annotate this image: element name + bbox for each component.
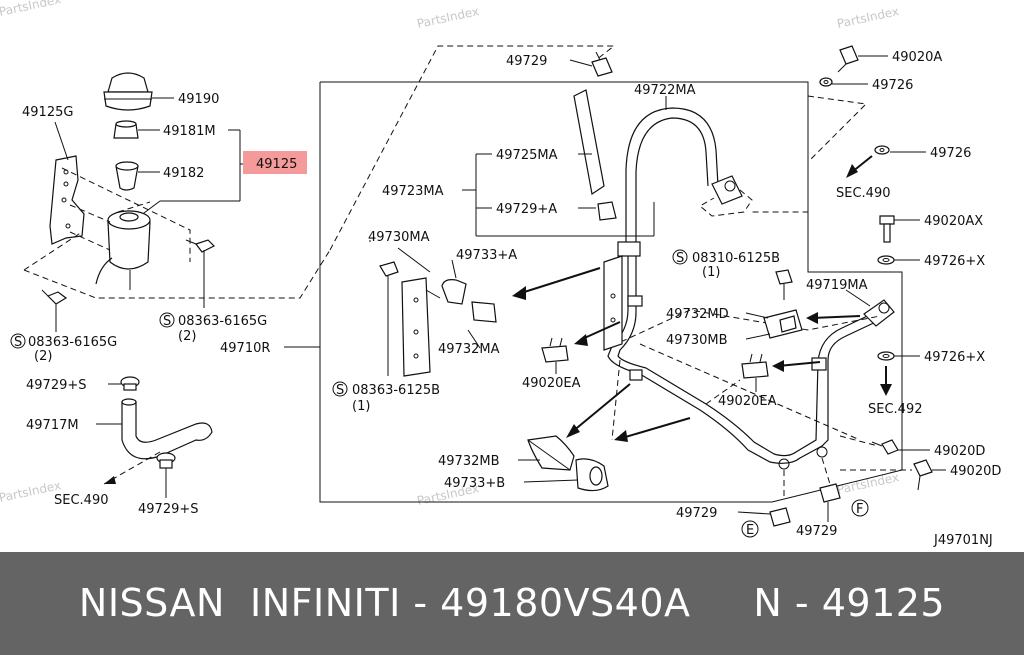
service-mark: S (336, 383, 344, 398)
part-label: 08363-6165G (178, 314, 267, 329)
protector-icon (527, 435, 575, 471)
part-label: 08310-6125B (692, 251, 780, 266)
part-label: 49733+B (444, 476, 505, 491)
part-label: 49710R (220, 341, 270, 356)
clamp-icon (769, 507, 791, 527)
clamp-icon (120, 376, 140, 391)
part-label: 08363-6165G (28, 335, 117, 350)
clip-icon (741, 353, 769, 379)
watermark: PartsIndex (836, 4, 901, 31)
watermark: PartsIndex (0, 478, 62, 505)
section-ref: SEC.490 (836, 186, 891, 201)
part-label: 49125G (22, 105, 73, 120)
reservoir-cap-icon (103, 72, 153, 111)
part-label: 49726 (872, 78, 913, 93)
part-label: 49732MB (438, 454, 500, 469)
service-mark: S (14, 335, 22, 350)
watermark: PartsIndex (416, 4, 481, 31)
part-label: 49722MA (634, 83, 696, 98)
bolt-icon (41, 289, 68, 305)
filter-icon (115, 161, 139, 191)
part-label: 49719MA (806, 278, 868, 293)
reservoir-icon (95, 210, 151, 290)
part-label: 49729+S (138, 502, 199, 517)
part-label: 49726+X (924, 350, 985, 365)
clamp-icon (763, 309, 803, 339)
clip-icon (541, 337, 569, 363)
part-label: 49020AX (924, 214, 983, 229)
bracket-icon (401, 277, 441, 377)
grommet-icon (575, 458, 609, 492)
ref-mark: F (856, 502, 863, 517)
clamp-icon (156, 452, 176, 469)
bolt-icon (871, 439, 899, 455)
part-label: 49020EA (718, 394, 777, 409)
part-label: (1) (352, 399, 370, 414)
part-label: (2) (34, 349, 52, 364)
part-label: 49729 (676, 506, 717, 521)
washer-icon (819, 77, 833, 87)
part-label: 49020D (934, 444, 985, 459)
parts-diagram: PartsIndex PartsIndex PartsIndex PartsIn… (0, 0, 1001, 548)
washer-icon (877, 351, 895, 361)
part-label: 49733+A (456, 248, 517, 263)
strainer-icon (113, 120, 139, 139)
part-label: 49730MB (666, 333, 728, 348)
part-label: 49181M (163, 124, 216, 139)
part-label: 08363-6125B (352, 383, 440, 398)
bolt-icon (913, 459, 933, 491)
part-label: 49729 (506, 54, 547, 69)
bolt-icon (879, 215, 895, 243)
part-label: 49729+A (496, 202, 557, 217)
clamp-icon (819, 483, 841, 503)
part-label: 49190 (178, 92, 219, 107)
ref-mark: E (746, 523, 754, 538)
bracket-icon (49, 155, 85, 245)
product-banner: NISSAN INFINITI - 49180VS40A N - 49125 (0, 552, 1024, 655)
part-label: 49725MA (496, 148, 558, 163)
part-label: 49020A (892, 50, 942, 65)
section-ref: SEC.492 (868, 402, 923, 417)
washer-icon (874, 145, 890, 155)
watermark: PartsIndex (0, 0, 62, 19)
part-label: 49182 (163, 166, 204, 181)
service-mark: S (163, 314, 171, 329)
part-label: 49730MA (368, 230, 430, 245)
part-label: 49729 (796, 524, 837, 539)
pressure-pipe-icon (625, 107, 753, 250)
bracket-icon (603, 255, 623, 351)
bolt-icon (185, 239, 216, 253)
bolt-icon (837, 45, 859, 73)
part-label: (2) (178, 329, 196, 344)
part-label: 49717M (26, 418, 79, 433)
banner-title: NISSAN INFINITI - 49180VS40A N - 49125 (78, 581, 946, 625)
part-label: 49732MD (666, 307, 729, 322)
service-mark: S (676, 251, 684, 266)
diagram-code: J49701NJ (933, 533, 993, 548)
part-label: 49732MA (438, 342, 500, 357)
part-label: 49723MA (382, 184, 444, 199)
clamp-icon (591, 51, 613, 77)
bolt-icon (775, 269, 793, 285)
part-label: 49020EA (522, 376, 581, 391)
part-label: 49020D (950, 464, 1001, 479)
section-ref: SEC.490 (54, 493, 109, 508)
hose-icon (121, 398, 213, 460)
highlight-box (243, 151, 307, 174)
part-label: 49729+S (26, 378, 87, 393)
hose-icon (573, 89, 605, 196)
target-part-label[interactable]: 49125 (256, 157, 297, 172)
part-label: (1) (702, 265, 720, 280)
clamp-icon (597, 201, 617, 221)
part-label: 49726 (930, 146, 971, 161)
grommet-icon (441, 279, 497, 323)
bolt-icon (379, 261, 399, 277)
part-label: 49726+X (924, 254, 985, 269)
washer-icon (877, 255, 895, 265)
